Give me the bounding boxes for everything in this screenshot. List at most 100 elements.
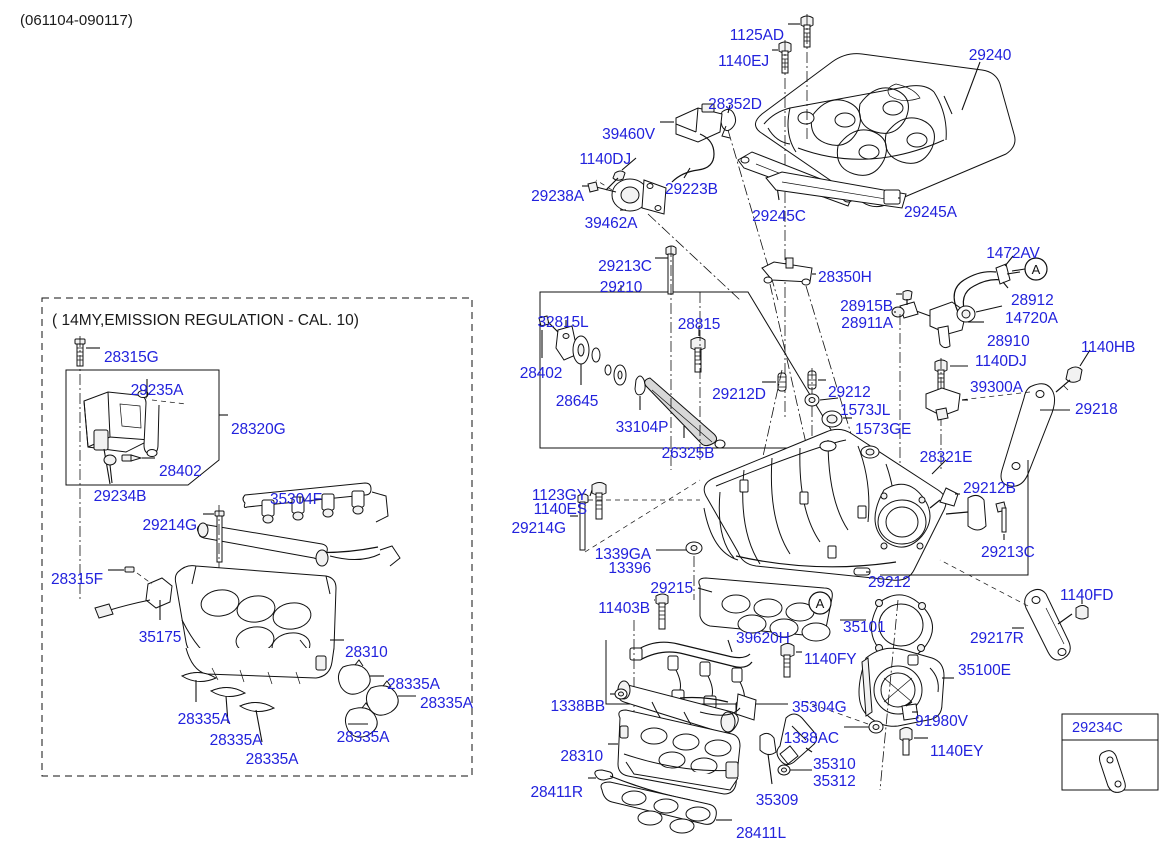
part-28815 — [690, 337, 706, 373]
part-label-39460v: 39460V — [602, 126, 655, 143]
part-label-1140ej: 1140EJ — [718, 53, 769, 70]
part-label-1140ey: 1140EY — [930, 743, 984, 760]
detail-frame-right — [880, 460, 1029, 576]
part-28915b — [902, 290, 913, 305]
part-label-29210: 29210 — [599, 279, 643, 296]
part-label-14720a: 14720A — [1005, 310, 1058, 327]
part-label-35175: 35175 — [138, 629, 182, 646]
part-label-1573ge: 1573GE — [855, 421, 912, 438]
part-1140fy — [780, 643, 795, 678]
part-label-1140dj: 1140DJ — [975, 353, 1027, 370]
part-28315f — [94, 566, 173, 619]
part-28310-lower — [617, 709, 741, 795]
part-91980v — [901, 701, 919, 721]
part-29212d — [777, 372, 787, 392]
part-35309 — [759, 732, 777, 756]
part-label-29217r: 29217R — [970, 630, 1024, 647]
part-label-29245c: 29245C — [752, 208, 806, 225]
part-label-28350h: 28350H — [818, 269, 872, 286]
part-label-35101: 35101 — [843, 619, 886, 636]
part-label-35304f: 35304F — [270, 491, 322, 508]
part-35100e — [858, 647, 945, 727]
part-label-28645: 28645 — [555, 393, 599, 410]
part-1573ge — [821, 410, 843, 428]
part-28350h — [761, 257, 813, 286]
part-label-32815l: 32815L — [537, 314, 589, 331]
part-label-28912: 28912 — [1011, 292, 1054, 309]
harness-frame — [605, 640, 760, 705]
inset-box-29234c — [1061, 713, 1159, 793]
part-label-26325b: 26325B — [661, 445, 715, 462]
part-label-28335a: 28335A — [177, 711, 231, 728]
part-label-29223b: 29223B — [665, 181, 718, 198]
part-29214g-left — [214, 510, 225, 563]
part-label-28335a: 28335A — [420, 695, 473, 712]
part-label-28915b: 28915B — [840, 298, 893, 315]
part-label-35312: 35312 — [813, 773, 856, 790]
part-1339ga — [685, 541, 703, 555]
part-label-1140dj: 1140DJ — [579, 151, 631, 168]
part-35304g — [617, 680, 757, 745]
part-29214g-right — [577, 493, 589, 551]
part-label-39462a: 39462A — [584, 215, 638, 232]
part-label-29218: 29218 — [1075, 401, 1118, 418]
part-label-35100e: 35100E — [958, 662, 1011, 679]
part-29217r — [1024, 588, 1071, 661]
variant-box-title: ( 14MY,EMISSION REGULATION - CAL. 10) — [52, 312, 359, 329]
part-label-28402: 28402 — [519, 365, 563, 382]
part-35101 — [871, 594, 933, 661]
part-29212b — [929, 487, 959, 509]
part-label-29245a: 29245A — [904, 204, 957, 221]
part-label-1125ad: 1125AD — [729, 27, 784, 44]
part-label-28910: 28910 — [987, 333, 1030, 350]
part-label-29212: 29212 — [828, 384, 871, 401]
reference-marker-a-top: A — [1011, 257, 1048, 281]
part-label-28911a: 28911A — [841, 315, 893, 332]
part-1140hb — [1055, 366, 1083, 393]
part-label-1123gy: 1123GY — [531, 487, 587, 504]
part-label-29215: 29215 — [650, 580, 693, 597]
part-1140fd — [1057, 605, 1089, 625]
part-28352d — [719, 108, 737, 139]
part-label-28320g: 28320G — [231, 421, 286, 438]
part-35304f — [242, 482, 389, 554]
part-label-28315g: 28315G — [104, 349, 159, 366]
part-label-28310: 28310 — [560, 748, 603, 765]
part-label-28335a: 28335A — [209, 732, 263, 749]
part-label-13396: 13396 — [608, 560, 651, 577]
part-label-28411r: 28411R — [530, 784, 583, 801]
part-label-1472av: 1472AV — [986, 245, 1040, 262]
svg-text:A: A — [816, 596, 825, 611]
part-label-29212: 29212 — [868, 574, 911, 591]
part-label-28352d: 28352D — [708, 96, 762, 113]
part-label-29213c: 29213C — [598, 258, 652, 275]
part-28411l — [600, 781, 717, 834]
part-1338ac — [868, 720, 884, 734]
part-14720a — [956, 305, 976, 323]
part-11403b — [655, 593, 669, 630]
part-label-28402: 28402 — [159, 463, 202, 480]
part-label-35310: 35310 — [813, 756, 856, 773]
part-label-29213c: 29213C — [981, 544, 1035, 561]
part-label-29214g: 29214G — [142, 517, 197, 534]
part-label-29238a: 29238A — [531, 188, 584, 205]
part-32815l — [555, 325, 579, 361]
part-28321e-manifold — [703, 428, 947, 581]
part-label-1140hb: 1140HB — [1081, 339, 1136, 356]
part-29245a — [765, 171, 907, 209]
gaskets-28335a-rings — [337, 659, 399, 738]
part-1123gy — [591, 482, 607, 520]
part-39300a — [925, 387, 961, 421]
part-33104p — [634, 375, 646, 396]
inset-box-title: 29234C — [1072, 720, 1123, 736]
part-28310-left — [174, 565, 337, 685]
fuel-pipe-left — [196, 522, 401, 567]
part-label-91980v: 91980V — [915, 713, 968, 730]
part-label-28335a: 28335A — [336, 729, 390, 746]
part-1140dj-left — [605, 170, 626, 191]
part-label-1338bb: 1338BB — [550, 698, 605, 715]
assembly-28320g-outline — [65, 369, 220, 486]
part-label-1339ga: 1339GA — [594, 546, 651, 563]
